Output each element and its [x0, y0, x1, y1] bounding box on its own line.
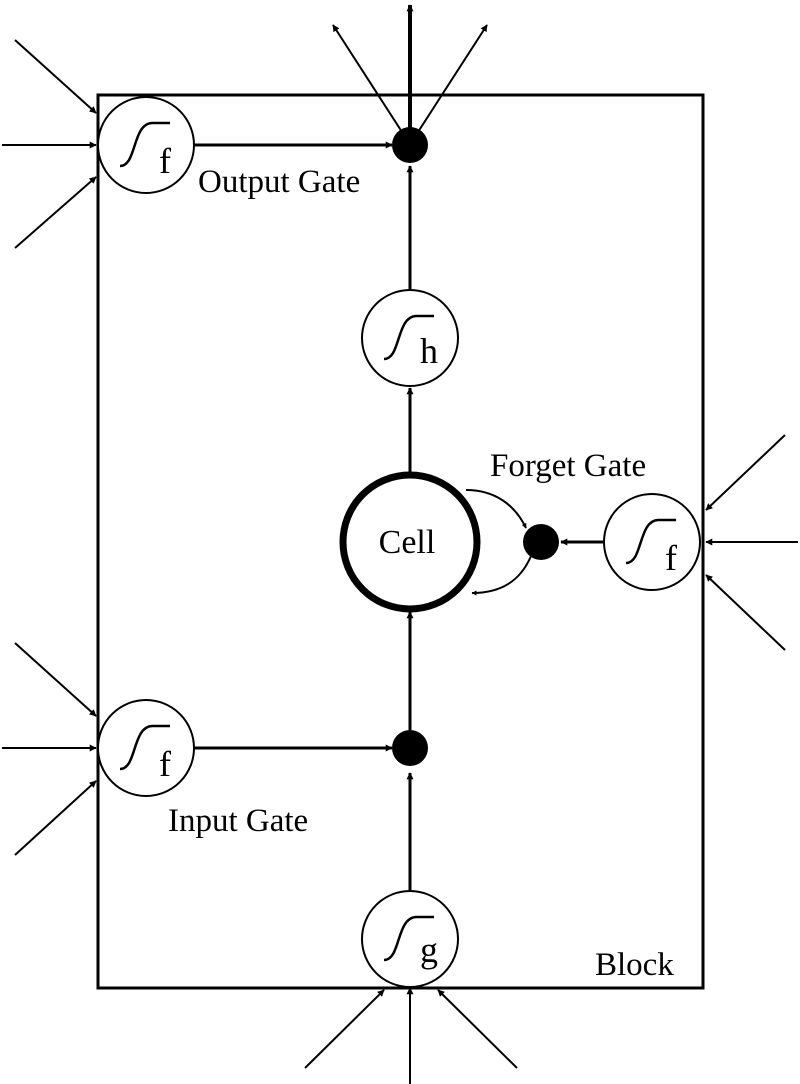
cell-label: Cell	[379, 524, 436, 561]
cell-output-fn-letter: h	[420, 331, 438, 371]
cell-input-fn-letter: g	[420, 930, 438, 970]
output-gate-inputs	[2, 39, 97, 249]
cell-input-inputs	[304, 987, 518, 1084]
block-frame	[96, 93, 705, 990]
internal-connections	[195, 141, 603, 890]
sigmoid-icon	[383, 314, 434, 361]
sigmoid-icon	[625, 518, 676, 565]
input-gate-fn-letter: f	[159, 744, 171, 784]
input-gate-inputs	[2, 642, 97, 856]
cell-input-unit: g	[361, 890, 459, 988]
forget-gate-inputs	[705, 434, 798, 651]
forget-gate-fn-letter: f	[665, 538, 677, 578]
sigmoid-icon	[383, 915, 434, 962]
block-label: Block	[595, 947, 674, 983]
output-gate-label: Output Gate	[198, 164, 360, 200]
output-multiplier-node	[392, 127, 428, 163]
forget-multiplier-node	[523, 524, 559, 560]
sigmoid-icon	[119, 724, 170, 771]
cell-node	[339, 471, 481, 613]
cell-output-unit: h	[361, 289, 459, 387]
output-gate-fn-letter: f	[159, 141, 171, 181]
forget-gate-label: Forget Gate	[490, 448, 646, 484]
input-multiplier-node	[392, 730, 428, 766]
input-gate-unit: f	[97, 699, 195, 797]
input-gate-label: Input Gate	[168, 803, 308, 839]
output-gate-unit: f	[97, 96, 195, 194]
sigmoid-icon	[119, 121, 170, 168]
block-outputs	[332, 4, 488, 133]
forget-gate-unit: f	[603, 493, 701, 591]
